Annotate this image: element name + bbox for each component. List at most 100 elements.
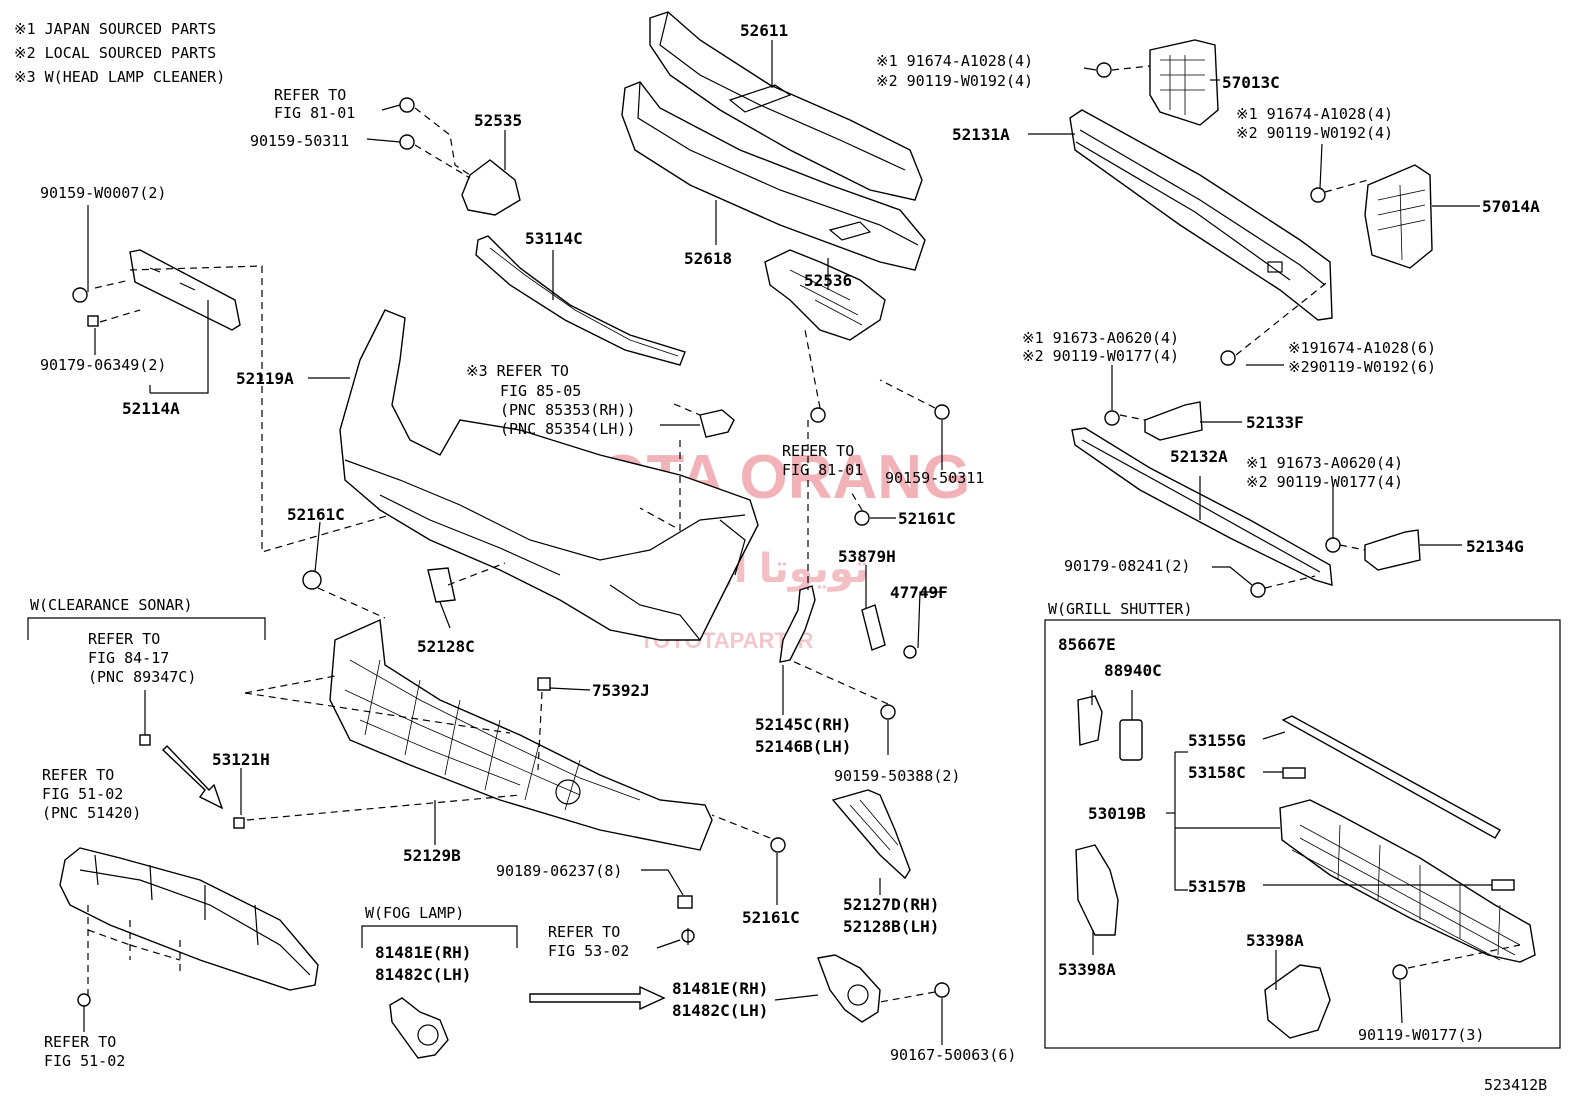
label-57014A: 57014A [1482,197,1540,216]
strip-52145C-shape [779,585,816,663]
dashed-lines [87,65,1521,1003]
note-star1-91673-A0620-e: ※1 91673-A0620(4) [1246,454,1403,472]
fog-bracket [361,925,518,948]
legend-headlamp-cleaner: ※3 W(HEAD LAMP CLEANER) [14,68,225,86]
label-53398A-a: 53398A [1058,960,1116,979]
cap-52128C-shape [427,567,456,603]
group-grill-shutter: W(GRILL SHUTTER) [1048,600,1193,618]
note-refer-51-02-b-line2: FIG 51-02 [44,1052,125,1070]
note-90159-50311-a: 90159-50311 [250,132,349,150]
under-cover-51420-shape [59,847,319,991]
label-52128C: 52128C [417,637,475,656]
note-headlamp-line1: ※3 REFER TO [466,362,569,380]
label-53158C: 53158C [1188,763,1246,782]
fasteners [72,62,1408,1007]
note-star1-91674-A1028-a: ※1 91674-A1028(4) [876,52,1033,70]
label-81482C-a: 81482C(LH) [375,965,471,984]
label-52128B: 52128B(LH) [843,917,939,936]
legend-local: ※2 LOCAL SOURCED PARTS [14,44,216,62]
note-refer-53-02-line1: REFER TO [548,923,620,941]
label-57013C: 57013C [1222,73,1280,92]
note-refer-81-01-b-line1: REFER TO [782,442,854,460]
note-90159-50388: 90159-50388(2) [834,767,960,785]
note-90159-50311-b: 90159-50311 [885,469,984,487]
note-90159-W0007: 90159-W0007(2) [40,184,166,202]
bracket-85667E-shape [1077,695,1103,746]
absorber-52618-shape [621,81,926,271]
label-53157B: 53157B [1188,877,1246,896]
note-star1-91674-A1028-b: ※1 91674-A1028(4) [1236,105,1393,123]
label-52132A: 52132A [1170,447,1228,466]
note-headlamp-line4: (PNC 85354(LH)) [500,420,635,438]
note-sonar-line3: (PNC 89347C) [88,668,196,686]
note-refer-51-02-a-line1: REFER TO [42,766,114,784]
label-88940C: 88940C [1104,661,1162,680]
note-90167-50063: 90167-50063(6) [890,1046,1016,1064]
label-75392J: 75392J [592,681,650,700]
label-81481E-b: 81481E(RH) [672,979,768,998]
absorber-52611-shape [649,11,923,201]
strip-53155G-shape [1281,715,1501,839]
part-labels: 52611 52618 52535 53114C 52536 57013C 57… [122,21,1540,1020]
label-52145C: 52145C(RH) [755,715,851,734]
label-52127D: 52127D(RH) [843,895,939,914]
label-53019B: 53019B [1088,804,1146,823]
note-headlamp-line3: (PNC 85353(RH)) [500,401,635,419]
pad-53158C-shape [1282,767,1306,779]
label-52618: 52618 [684,249,732,268]
duct-53398A-right-shape [1264,964,1331,1039]
figure-code: 523412B [1484,1076,1547,1094]
label-52611: 52611 [740,21,788,40]
note-headlamp-line2: FIG 85-05 [500,382,581,400]
leader-lines [83,40,1492,1045]
note-refer-81-01-a-line2: FIG 81-01 [274,104,355,122]
label-53155G: 53155G [1188,731,1246,750]
label-52536: 52536 [804,271,852,290]
bumper-cover-52119A-shape [339,309,759,641]
label-52535: 52535 [474,111,522,130]
grille-52129B-shape [329,618,713,851]
cap-headlamp-cleaner-shape [699,409,735,438]
group-fog-lamp: W(FOG LAMP) [365,904,464,922]
label-52131A: 52131A [952,125,1010,144]
sensor-88940C-shape [1119,719,1143,761]
label-85667E: 85667E [1058,635,1116,654]
note-refer-81-01-a-line1: REFER TO [274,86,346,104]
note-90179-06349: 90179-06349(2) [40,356,166,374]
note-refer-53-02-line2: FIG 53-02 [548,942,629,960]
bracket-52536-shape [764,249,886,341]
note-refer-51-02-b-line1: REFER TO [44,1033,116,1051]
bracket-52535-shape [461,159,521,216]
note-sonar-line1: REFER TO [88,630,160,648]
label-52129B: 52129B [403,846,461,865]
note-refer-51-02-a-line2: FIG 51-02 [42,785,123,803]
duct-53398A-left-shape [1075,844,1119,936]
group-clearance-sonar: W(CLEARANCE SONAR) [30,596,193,614]
label-52161C-b: 52161C [898,509,956,528]
label-52133F: 52133F [1246,413,1304,432]
label-52119A: 52119A [236,369,294,388]
label-52114A: 52114A [122,399,180,418]
grill-shutter-box [1044,619,1561,1049]
label-53879H: 53879H [838,547,896,566]
label-52146B: 52146B(LH) [755,737,851,756]
label-81481E-a: 81481E(RH) [375,943,471,962]
reinforcement-52131A-shape [1069,109,1333,321]
note-star2-90119-W0192-d: ※290119-W0192(6) [1288,358,1436,376]
label-52161C-a: 52161C [287,505,345,524]
fog-lamp-bracket-right-shape [817,954,881,1023]
notes: REFER TO FIG 81-01 90159-50311 90159-W00… [30,52,1547,1094]
clip-53879H-shape [861,604,886,651]
bracket-52134G-shape [1364,529,1421,571]
note-star2-90119-W0177-c: ※2 90119-W0177(4) [1022,347,1179,365]
bracket-52133F-shape [1144,401,1203,441]
sonar-bracket [27,617,266,640]
pad-53157B-shape [1491,879,1515,891]
note-90119-W0177: 90119-W0177(3) [1358,1026,1484,1044]
note-refer-51-02-a-line3: (PNC 51420) [42,804,141,822]
note-90179-08241: 90179-08241(2) [1064,557,1190,575]
legend-japan: ※1 JAPAN SOURCED PARTS [14,20,216,38]
note-refer-81-01-b-line2: FIG 81-01 [782,461,863,479]
